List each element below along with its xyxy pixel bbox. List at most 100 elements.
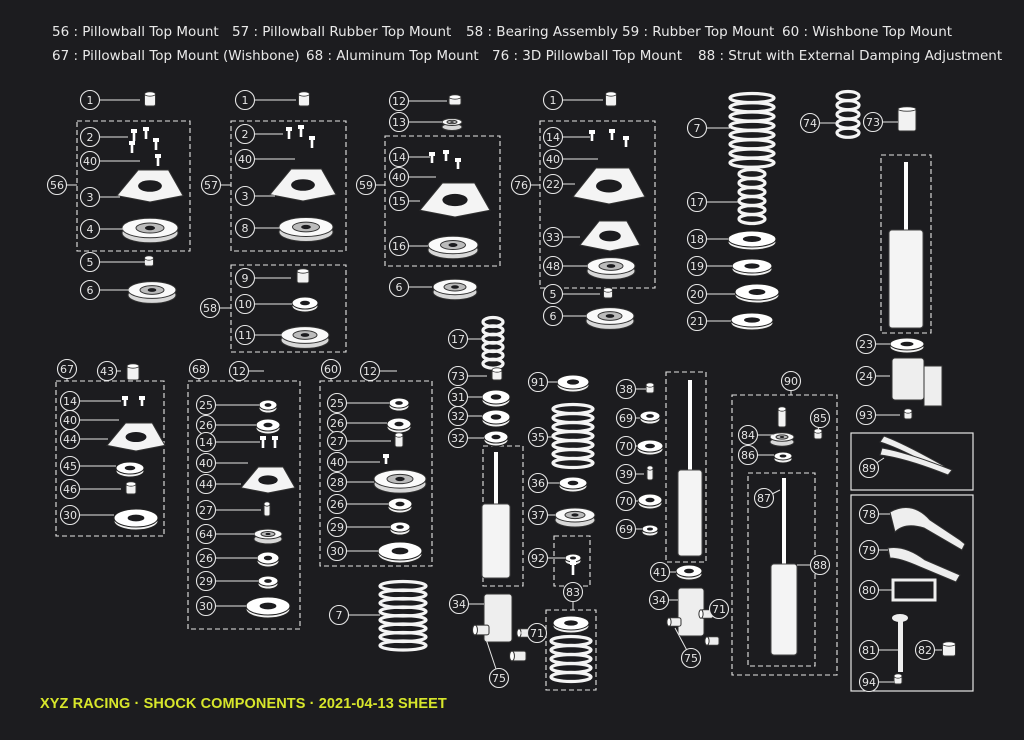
spring-seat-48 (586, 257, 636, 280)
callout-14: 14 (59, 390, 81, 412)
callout-14: 14 (388, 146, 410, 168)
callout-circle (388, 235, 410, 257)
callout-92: 92 (527, 547, 549, 569)
callout-circle (234, 324, 256, 346)
callout-circle (615, 435, 637, 457)
collar-20 (734, 283, 780, 304)
callout-circle (686, 283, 708, 305)
callout-30: 30 (326, 540, 348, 562)
washer-26-d (387, 497, 413, 514)
callout-40: 40 (234, 148, 256, 170)
callout-circle (542, 305, 564, 327)
callout-circle (195, 452, 217, 474)
callout-circle (686, 117, 708, 139)
callout-circle (542, 226, 564, 248)
callout-9: 9 (234, 267, 256, 289)
bolt-part (443, 150, 449, 161)
callout-label: 40 (238, 153, 252, 166)
callout-label: 26 (330, 417, 344, 430)
group-box-strut-b (665, 371, 707, 563)
callout-15: 15 (388, 190, 410, 212)
callout-24: 24 (855, 365, 877, 387)
callout-circle (195, 431, 217, 453)
callout-circle (809, 554, 831, 576)
knuckle-flange-24 (923, 365, 943, 407)
group-box-68 (187, 380, 301, 630)
callout-32: 32 (447, 405, 469, 427)
callout-label: 21 (690, 315, 704, 328)
callout-label: 48 (546, 260, 560, 273)
lock-ring-19 (731, 258, 773, 277)
callout-circle (914, 639, 936, 661)
bolt-part (272, 436, 278, 448)
callout-68: 68 (188, 358, 210, 380)
bolt-part (122, 396, 128, 406)
callout-circle (780, 370, 802, 392)
callout-circle (79, 89, 101, 111)
nut-82 (942, 641, 956, 657)
spanner-89-b (879, 447, 953, 476)
strut-body-b (677, 380, 703, 557)
callout-label: 1 (242, 94, 249, 107)
callout-label: 3 (87, 191, 94, 204)
bolt-part (589, 130, 595, 141)
callout-41: 41 (649, 561, 671, 583)
callout-label: 6 (396, 281, 403, 294)
callout-73: 73 (447, 365, 469, 387)
callout-circle (858, 579, 880, 601)
callout-label: 10 (238, 298, 252, 311)
callout-59: 59 (355, 174, 377, 196)
callout-label: 76 (514, 179, 528, 192)
callout-label: 92 (531, 552, 545, 565)
callout-22: 22 (542, 173, 564, 195)
callout-circle (858, 457, 880, 479)
callout-circle (527, 472, 549, 494)
callout-label: 40 (330, 456, 344, 469)
callout-32: 32 (447, 427, 469, 449)
washer-69-b (641, 524, 659, 537)
seat-30-c (377, 541, 423, 564)
callout-label: 19 (690, 260, 704, 273)
washer-25 (258, 399, 278, 414)
callout-circle (234, 267, 256, 289)
callout-87: 87 (753, 487, 775, 509)
callout-26: 26 (326, 412, 348, 434)
callout-26: 26 (195, 547, 217, 569)
callout-circle (359, 360, 381, 382)
callout-circle (542, 126, 564, 148)
callout-circle (195, 595, 217, 617)
callout-7: 7 (686, 117, 708, 139)
callout-circle (79, 279, 101, 301)
callout-circle (527, 547, 549, 569)
callout-label: 94 (862, 676, 876, 689)
callout-25: 25 (195, 394, 217, 416)
spring-seat-6 (127, 281, 177, 304)
helper-spring-17-b (481, 315, 505, 370)
washer-25-b (388, 397, 410, 412)
callout-26: 26 (326, 493, 348, 515)
parts-legend: 56 : Pillowball Top Mount 57 : Pillowbal… (0, 18, 1024, 70)
callout-circle (234, 217, 256, 239)
callout-label: 40 (63, 414, 77, 427)
bearing-plate-56 (121, 217, 179, 244)
callout-3: 3 (234, 185, 256, 207)
callout-label: 70 (619, 495, 633, 508)
callout-27: 27 (326, 430, 348, 452)
callout-circle (326, 493, 348, 515)
legend-item-68: 68 : Aluminum Top Mount (306, 48, 479, 64)
callout-label: 64 (199, 528, 213, 541)
callout-circle (648, 589, 670, 611)
callout-circle (388, 276, 410, 298)
callout-27: 27 (195, 499, 217, 521)
callout-label: 91 (531, 376, 545, 389)
callout-84: 84 (737, 424, 759, 446)
callout-label: 88 (813, 559, 827, 572)
callout-label: 30 (199, 600, 213, 613)
callout-label: 86 (741, 449, 755, 462)
callout-circle (447, 405, 469, 427)
callout-label: 7 (336, 609, 343, 622)
spring-seat-59 (432, 278, 478, 301)
callout-label: 41 (653, 566, 667, 579)
callout-label: 27 (199, 504, 213, 517)
adjuster-37 (554, 507, 596, 528)
